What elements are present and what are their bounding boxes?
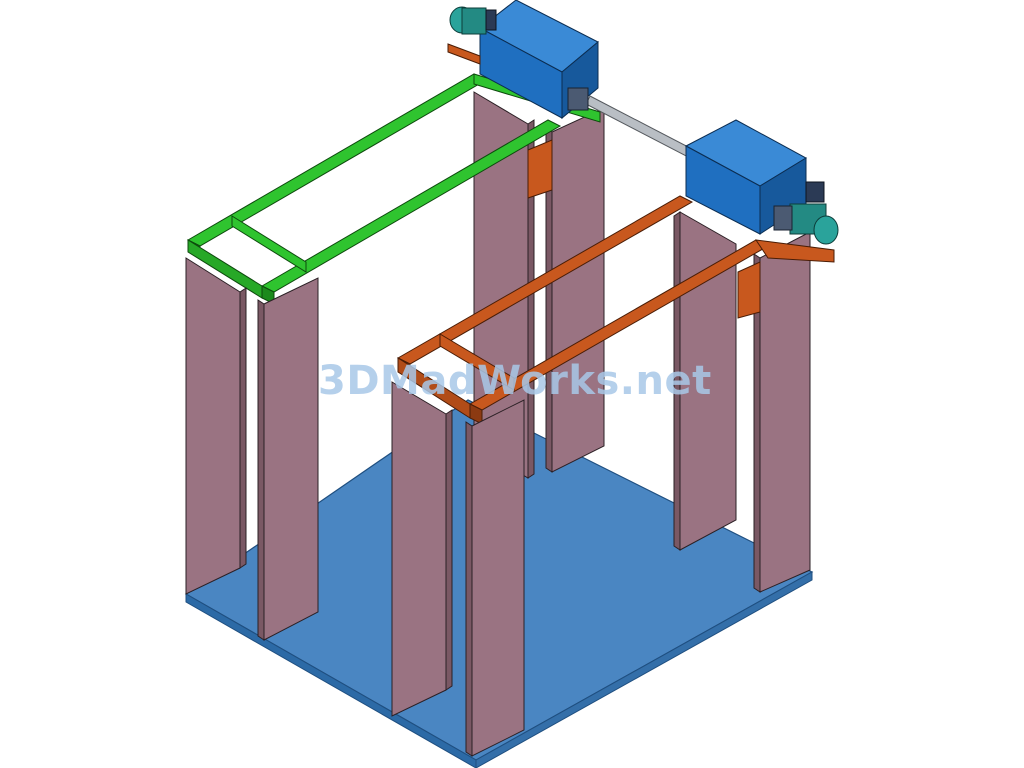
drive-unit-right [684,119,839,319]
drive-motor-right [789,181,839,245]
bearing-bracket-top [527,139,553,199]
base-plate-edge [185,593,477,768]
coupling [567,87,589,111]
pillar-back-2 [545,107,605,473]
pillar-front-center-1 [391,381,453,717]
orange-lift-frame [396,195,835,425]
drive-unit-top [447,0,599,199]
drive-motor-top [449,6,497,35]
bearing-bracket-right [737,261,761,319]
pillar-front-right [753,231,811,593]
pillar-front-left-1 [185,257,247,595]
coupling [773,205,793,231]
pillar-front-left-2 [257,277,319,641]
green-cross-mid [231,215,307,273]
motor-mount-plate [447,43,481,65]
orange-end-plate [754,239,835,263]
pillar-front-center-2 [465,399,525,757]
orange-cross-front [397,357,471,419]
green-cross-front [187,239,263,299]
base-plate-edge-right [475,571,813,768]
green-lift-frame [186,73,601,305]
orange-cross-mid [439,333,515,391]
